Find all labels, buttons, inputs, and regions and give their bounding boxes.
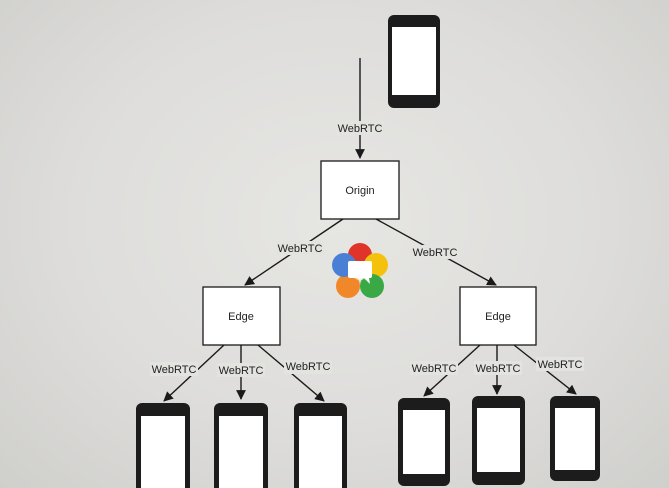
link-origin-to-edge-left: WebRTC xyxy=(244,218,344,286)
source-phone xyxy=(388,15,440,108)
edge-label: WebRTC xyxy=(278,243,323,255)
link-edge-left-to-phone-1: WebRTC xyxy=(150,344,225,402)
link-edge-left-to-phone-3: WebRTC xyxy=(257,344,332,402)
phone-1 xyxy=(136,403,190,488)
edge-label: WebRTC xyxy=(286,361,331,373)
link-origin-to-edge-right: WebRTC xyxy=(375,218,497,286)
edge-right-node: Edge xyxy=(459,286,537,346)
phone-3 xyxy=(294,403,347,488)
phone-4 xyxy=(398,398,450,486)
link-edge-right-to-phone-5: WebRTC xyxy=(474,345,522,395)
link-edge-right-to-phone-4: WebRTC xyxy=(410,344,481,397)
edge-label: WebRTC xyxy=(219,365,264,377)
edge-label: WebRTC xyxy=(413,247,458,259)
edge-label: WebRTC xyxy=(338,123,383,135)
link-edge-left-to-phone-2: WebRTC xyxy=(217,345,265,400)
edge-label: WebRTC xyxy=(152,364,197,376)
phone-2 xyxy=(214,403,268,488)
phone-6 xyxy=(550,396,600,481)
phone-5 xyxy=(472,396,525,485)
origin-label: Origin xyxy=(345,185,374,197)
link-edge-right-to-phone-6: WebRTC xyxy=(513,344,584,395)
edge-label: WebRTC xyxy=(412,363,457,375)
link-source-to-origin: WebRTC xyxy=(337,58,383,159)
edge-left-node: Edge xyxy=(202,286,281,346)
origin-node: Origin xyxy=(320,160,400,220)
webrtc-logo xyxy=(332,243,388,298)
edge-left-label: Edge xyxy=(228,311,254,323)
edge-right-label: Edge xyxy=(485,311,511,323)
edge-label: WebRTC xyxy=(476,363,521,375)
edge-label: WebRTC xyxy=(538,359,583,371)
